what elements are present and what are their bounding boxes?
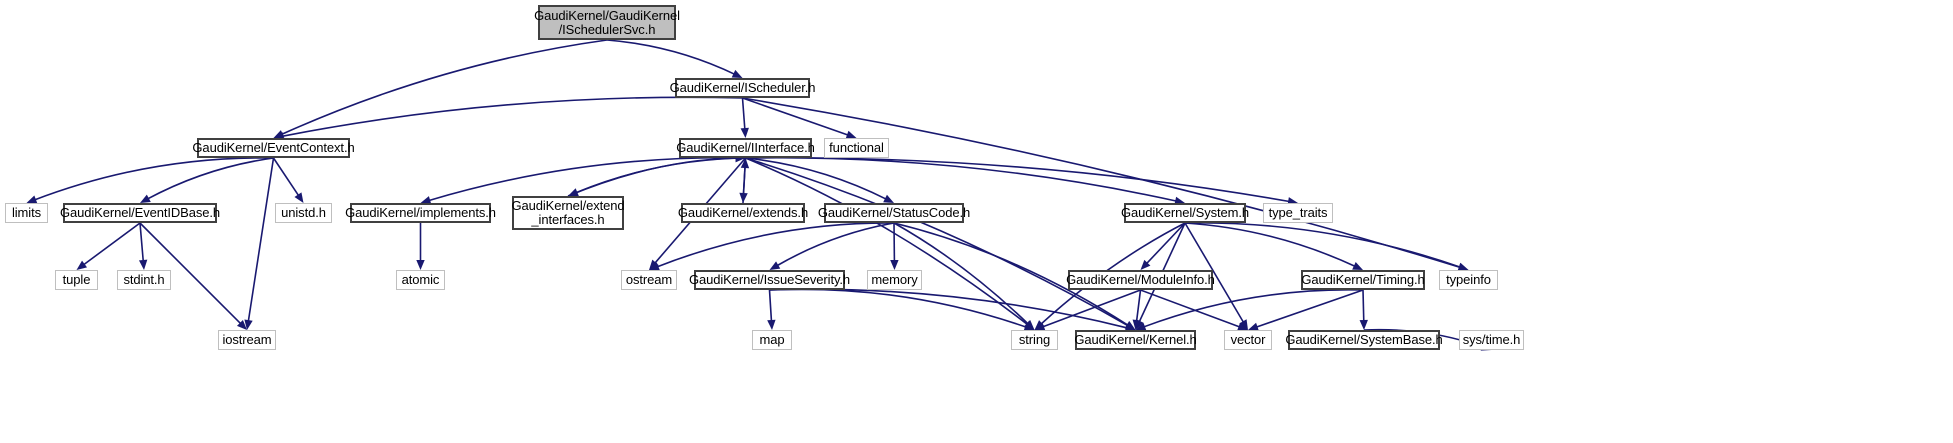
- edge-moduleinfo-to-vector: [1140, 289, 1248, 331]
- graph-node-memory[interactable]: memory: [867, 270, 922, 290]
- edge-extends-to-iinterface: [740, 158, 750, 204]
- graph-node-extends[interactable]: GaudiKernel/extends.h: [678, 203, 808, 223]
- edge-system-to-moduleinfo: [1140, 222, 1186, 270]
- edge-timing-to-systembase: [1359, 289, 1368, 330]
- edge-statuscode-to-memory: [890, 222, 899, 270]
- edge-statuscode-to-ostream: [649, 222, 895, 271]
- graph-node-string[interactable]: string: [1011, 330, 1058, 350]
- graph-node-issueseverity[interactable]: GaudiKernel/IssueSeverity.h: [689, 270, 850, 290]
- edge-system-to-timing: [1184, 222, 1363, 270]
- graph-node-unistd[interactable]: unistd.h: [275, 203, 332, 223]
- graph-node-vector[interactable]: vector: [1224, 330, 1272, 350]
- graph-node-stdint[interactable]: stdint.h: [117, 270, 171, 290]
- graph-node-ischedulersvc[interactable]: GaudiKernel/GaudiKernel /ISchedulerSvc.h: [534, 5, 680, 40]
- edge-issueseverity-to-kernel: [769, 288, 1136, 332]
- edge-ischeduler-to-functional: [742, 97, 857, 139]
- edge-timing-to-kernel: [1135, 289, 1364, 331]
- edge-issueseverity-to-string: [769, 288, 1035, 331]
- graph-node-systembase[interactable]: GaudiKernel/SystemBase.h: [1285, 330, 1443, 350]
- edge-eventidbase-to-tuple: [76, 222, 141, 270]
- edge-iinterface-to-statuscode: [745, 157, 894, 203]
- edge-eventcontext-to-unistd: [272, 157, 304, 203]
- edge-timing-to-vector: [1248, 289, 1364, 331]
- graph-node-system[interactable]: GaudiKernel/System.h: [1121, 203, 1249, 223]
- graph-node-eventidbase[interactable]: GaudiKernel/EventIDBase.h: [60, 203, 220, 223]
- edge-moduleinfo-to-kernel: [1132, 289, 1142, 330]
- edge-iinterface-to-extends: [739, 157, 748, 203]
- graph-node-ostream[interactable]: ostream: [621, 270, 677, 290]
- edge-statuscode-to-issueseverity: [769, 222, 895, 270]
- edge-implements-to-atomic: [416, 222, 425, 270]
- edge-extend_interfaces-to-iinterface: [567, 153, 746, 197]
- graph-node-iinterface[interactable]: GaudiKernel/IInterface.h: [676, 138, 815, 158]
- graph-node-systime[interactable]: sys/time.h: [1459, 330, 1524, 350]
- graph-node-typeinfo[interactable]: typeinfo: [1439, 270, 1498, 290]
- graph-node-map[interactable]: map: [752, 330, 792, 350]
- graph-node-statuscode[interactable]: GaudiKernel/StatusCode.h: [818, 203, 970, 223]
- edge-eventcontext-to-eventidbase: [140, 157, 274, 203]
- edge-ischeduler-to-iinterface: [740, 97, 749, 138]
- edge-ischedulersvc-to-ischeduler: [606, 39, 743, 78]
- edge-eventidbase-to-stdint: [138, 222, 148, 270]
- graph-node-tuple[interactable]: tuple: [55, 270, 98, 290]
- edge-iinterface-to-kernel: [745, 157, 1136, 330]
- edge-moduleinfo-to-string: [1034, 289, 1141, 331]
- graph-node-atomic[interactable]: atomic: [396, 270, 445, 290]
- edge-issueseverity-to-map: [767, 289, 776, 330]
- graph-node-ischeduler[interactable]: GaudiKernel/IScheduler.h: [670, 78, 815, 98]
- edge-eventcontext-to-iostream: [244, 157, 275, 330]
- edge-iinterface-to-extend_interfaces: [568, 157, 746, 197]
- graph-node-iostream[interactable]: iostream: [218, 330, 276, 350]
- graph-node-timing[interactable]: GaudiKernel/Timing.h: [1301, 270, 1425, 290]
- graph-node-moduleinfo[interactable]: GaudiKernel/ModuleInfo.h: [1066, 270, 1215, 290]
- edge-ischeduler-to-typeinfo: [742, 97, 1469, 272]
- graph-node-implements[interactable]: GaudiKernel/implements.h: [345, 203, 496, 223]
- edge-eventcontext-to-limits: [26, 157, 274, 204]
- graph-node-extend_interfaces[interactable]: GaudiKernel/extend _interfaces.h: [511, 196, 625, 230]
- edge-iinterface-to-system: [745, 156, 1185, 205]
- graph-node-eventcontext[interactable]: GaudiKernel/EventContext.h: [192, 138, 355, 158]
- edge-ischedulersvc-to-eventcontext: [273, 39, 608, 138]
- graph-node-kernel[interactable]: GaudiKernel/Kernel.h: [1074, 330, 1197, 350]
- edge-iinterface-to-string: [745, 157, 1035, 330]
- edge-system-to-typeinfo: [1184, 222, 1469, 271]
- graph-node-functional[interactable]: functional: [824, 138, 889, 158]
- graph-node-type_traits[interactable]: type_traits: [1263, 203, 1333, 223]
- edge-ischeduler-to-eventcontext: [273, 96, 743, 141]
- edge-iinterface-to-type_traits: [745, 156, 1298, 206]
- graph-node-limits[interactable]: limits: [5, 203, 48, 223]
